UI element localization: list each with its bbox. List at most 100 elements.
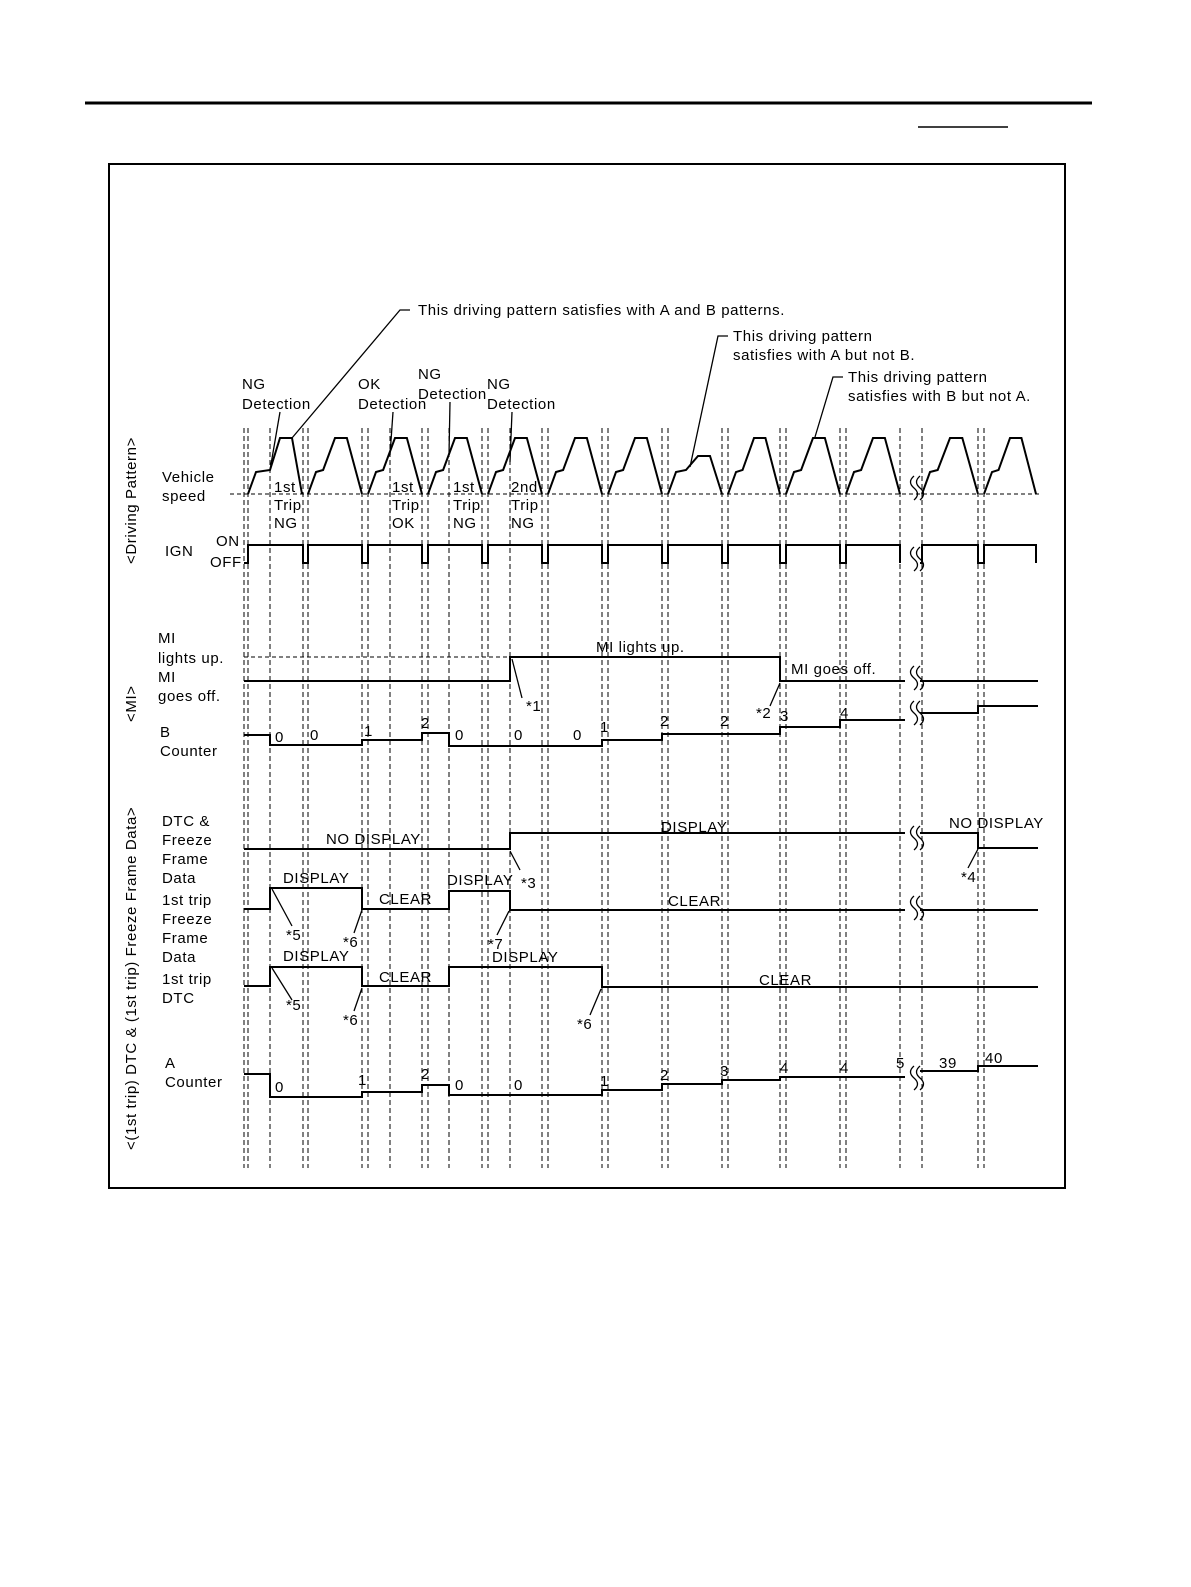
a-counter-value: 5 [896, 1055, 905, 1072]
note-6b: *6 [343, 1012, 358, 1029]
a-counter-value: 0 [514, 1077, 523, 1094]
trip-2-l3: OK [392, 515, 415, 532]
label-on: ON [216, 533, 240, 550]
label-b-counter-1: B [160, 724, 171, 741]
note-6a: *6 [343, 934, 358, 951]
diagram-frame [108, 163, 1066, 1189]
trip-4-l2: Trip [511, 497, 539, 514]
first-trip-dtc-signal [244, 966, 1038, 988]
b-counter-signal [244, 719, 905, 747]
label-a-counter-2: Counter [165, 1074, 223, 1091]
first-dtc-clear-label-2: CLEAR [759, 972, 812, 989]
a-counter-value: 2 [421, 1066, 430, 1083]
break-curve [909, 665, 919, 691]
mi-lights-up-label: MI lights up. [596, 639, 685, 656]
break-curve [909, 825, 919, 851]
label-b-counter-2: Counter [160, 743, 218, 760]
speed-trip [487, 437, 543, 495]
label-mi-4: goes off. [158, 688, 221, 705]
b-counter-value: 1 [600, 719, 609, 736]
note-7: *7 [488, 936, 503, 953]
section-driving-pattern: <Driving Pattern> [123, 437, 140, 564]
leader-note-7 [496, 910, 510, 936]
leader-lines [269, 309, 979, 1016]
speed-trip [247, 437, 303, 495]
leader-note-5a [271, 888, 293, 927]
a-counter-value: 4 [780, 1060, 789, 1077]
leader-b-not-a [814, 376, 843, 438]
first-dtc-display-label-2: DISPLAY [492, 949, 558, 966]
break-curve [915, 475, 925, 501]
first-dtc-clear-label-1: CLEAR [379, 969, 432, 986]
note-5b: *5 [286, 997, 301, 1014]
speed-trip [785, 437, 841, 495]
break-curve [915, 1065, 925, 1091]
leader-note-6a [353, 909, 363, 934]
trip-3-l2: Trip [453, 497, 481, 514]
a-counter-value: 4 [840, 1060, 849, 1077]
trip-2-l1: 1st [392, 479, 414, 496]
label-first-ffd-3: Frame [162, 930, 208, 947]
speed-trip [607, 437, 663, 495]
mi-goes-off-label: MI goes off. [791, 661, 876, 678]
break-curve [909, 546, 919, 572]
a-counter-value: 40 [985, 1050, 1003, 1067]
leader-det-2 [389, 411, 394, 456]
speed-trip [727, 437, 781, 495]
b-counter-value: 3 [780, 708, 789, 725]
label-mi-1: MI [158, 630, 176, 647]
label-first-ffd-1: 1st trip [162, 892, 212, 909]
b-counter-value: 2 [421, 715, 430, 732]
a-counter-value: 1 [600, 1073, 609, 1090]
detection-3-line1: NG [418, 366, 442, 383]
break-curve [909, 895, 919, 921]
detection-2-line2: Detection [358, 396, 427, 413]
b-counter-value: 0 [573, 727, 582, 744]
label-dtc-ffd-4: Data [162, 870, 196, 887]
a-counter-value: 39 [939, 1055, 957, 1072]
detection-1-line1: NG [242, 376, 266, 393]
detection-4-line2: Detection [487, 396, 556, 413]
a-counter-signal [244, 1073, 905, 1098]
callout-ab: This driving pattern satisfies with A an… [418, 302, 785, 319]
mi-waveform [244, 656, 1038, 714]
a-counter-value: 3 [720, 1063, 729, 1080]
detection-1-line2: Detection [242, 396, 311, 413]
first-ffd-clear-label-1: CLEAR [379, 891, 432, 908]
callout-b-not-a-line2: satisfies with B but not A. [848, 388, 1031, 405]
speed-trip [367, 437, 423, 495]
leader-a-not-b [689, 335, 728, 468]
note-6c: *6 [577, 1016, 592, 1033]
trip-4-l1: 2nd [511, 479, 538, 496]
label-dtc-ffd-3: Frame [162, 851, 208, 868]
trip-4-l3: NG [511, 515, 535, 532]
speed-trip [845, 437, 901, 495]
break-curve [915, 546, 925, 572]
trip-1-l3: NG [274, 515, 298, 532]
label-dtc-ffd-2: Freeze [162, 832, 212, 849]
break-curve [915, 895, 925, 921]
first-ffd-display-label-1: DISPLAY [283, 870, 349, 887]
note-3: *3 [521, 875, 536, 892]
break-curve [915, 825, 925, 851]
leader-note-6b [353, 987, 363, 1012]
first-ffd-clear-label-2: CLEAR [668, 893, 721, 910]
b-counter-value: 1 [364, 723, 373, 740]
detection-2-line1: OK [358, 376, 381, 393]
mi-signal [244, 656, 905, 682]
leader-det-1 [269, 411, 281, 471]
ign-signal-after-break [920, 544, 1037, 564]
label-mi-2: lights up. [158, 650, 224, 667]
b-counter-value: 0 [514, 727, 523, 744]
section-mi: <MI> [123, 685, 140, 722]
leader-det-3 [448, 401, 451, 456]
b-counter-value: 2 [660, 713, 669, 730]
break-curve [909, 1065, 919, 1091]
break-curve [915, 665, 925, 691]
speed-trip [921, 437, 979, 495]
dtc-ffd-signal [244, 832, 905, 850]
mi-upper-after-break [920, 705, 1038, 714]
label-mi-3: MI [158, 669, 176, 686]
section-dtc-ffd: <(1st trip) DTC & (1st trip) Freeze Fram… [123, 807, 140, 1150]
b-counter-value: 0 [455, 727, 464, 744]
